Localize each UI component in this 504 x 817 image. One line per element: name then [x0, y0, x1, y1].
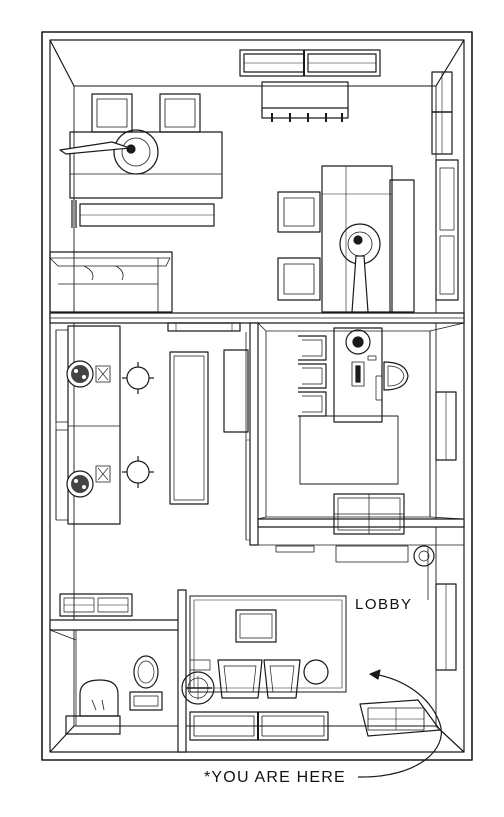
chair-row [298, 336, 326, 416]
lobby-chair [264, 660, 300, 698]
lobby-chair [218, 660, 262, 698]
armchair [160, 94, 200, 132]
door-right [436, 160, 458, 300]
you-are-here-label: *YOU ARE HERE [204, 769, 346, 786]
lamp-icon [114, 130, 158, 174]
armchair [278, 258, 320, 300]
stool [127, 461, 149, 483]
window-bathroom [60, 594, 132, 616]
interior-walls [50, 313, 464, 752]
window-right-top [432, 72, 452, 154]
lamp-icon [346, 330, 370, 354]
window-top [240, 50, 380, 76]
conference-room [298, 328, 456, 534]
lobby [182, 546, 456, 740]
office-chair [67, 361, 110, 387]
toilet [130, 656, 162, 710]
lobby-label: LOBBY [355, 596, 413, 613]
office-chair [67, 466, 110, 497]
side-table [304, 660, 328, 684]
open-office [56, 323, 250, 540]
window-bottom [190, 712, 328, 740]
bathroom [60, 594, 162, 734]
stool [127, 367, 149, 389]
armchair [278, 192, 320, 232]
sink [66, 680, 120, 734]
lamp-icon [182, 672, 214, 704]
chair [384, 362, 408, 390]
entrance-door [360, 700, 440, 736]
armchair [92, 94, 132, 132]
top-office [50, 50, 458, 312]
you-are-here-arrow [358, 670, 441, 777]
